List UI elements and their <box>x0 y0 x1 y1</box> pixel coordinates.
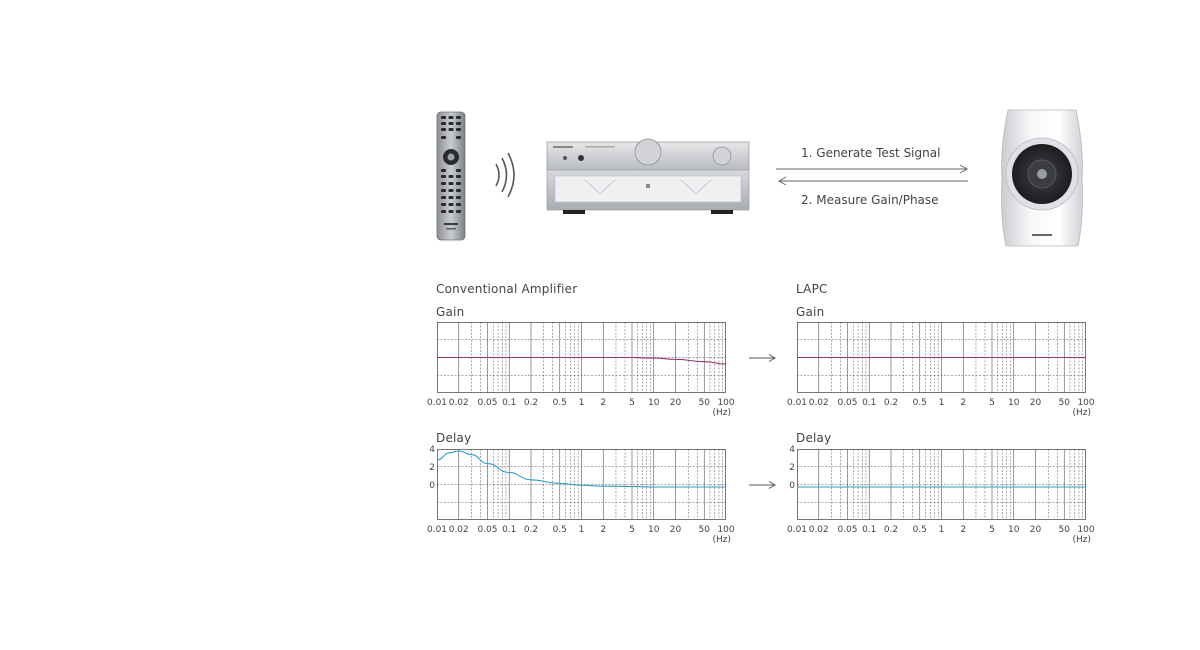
x-tick-label: 0.02 <box>448 525 469 535</box>
x-tick-label: 0.01 <box>426 525 448 535</box>
x-tick-label: 0.2 <box>523 398 539 408</box>
x-tick-label: 0.02 <box>448 398 469 408</box>
y-tick-label: 0 <box>429 481 435 491</box>
x-unit-label: (Hz) <box>712 408 731 418</box>
x-tick-label: 100 <box>717 525 735 535</box>
x-tick-label: 0.05 <box>837 398 858 408</box>
lapc-gain-label: Gain <box>796 305 825 319</box>
lapc-title: LAPC <box>796 282 828 296</box>
step1-label: 1. Generate Test Signal <box>801 146 941 160</box>
step2-label: 2. Measure Gain/Phase <box>801 193 939 207</box>
x-tick-label: 50 <box>698 525 710 535</box>
x-tick-label: 2 <box>600 398 607 408</box>
x-tick-label: 10 <box>1008 398 1020 408</box>
x-unit-label: (Hz) <box>712 535 731 545</box>
conventional-gain-label: Gain <box>436 305 465 319</box>
x-tick-label: 0.1 <box>862 398 877 408</box>
x-unit-label: (Hz) <box>1072 408 1091 418</box>
x-tick-label: 10 <box>1008 525 1020 535</box>
lapc-delay-label: Delay <box>796 431 832 445</box>
infrared-signal-icon <box>495 152 515 198</box>
x-tick-label: 1 <box>938 398 945 408</box>
x-tick-label: 0.2 <box>523 525 539 535</box>
x-tick-label: 0.5 <box>912 525 927 535</box>
x-unit-label: (Hz) <box>1072 535 1091 545</box>
x-tick-label: 1 <box>938 525 945 535</box>
x-tick-label: 0.2 <box>883 525 899 535</box>
chart-plot <box>797 322 1086 393</box>
x-tick-label: 1 <box>578 525 585 535</box>
series-line <box>436 450 726 488</box>
x-tick-label: 10 <box>648 398 660 408</box>
x-tick-label: 50 <box>698 398 710 408</box>
x-tick-label: 0.1 <box>862 525 877 535</box>
chart-plot <box>436 449 726 520</box>
x-tick-label: 50 <box>1058 525 1070 535</box>
conventional-delay-label: Delay <box>436 431 472 445</box>
x-tick-label: 2 <box>600 525 607 535</box>
y-tick-label: 4 <box>429 445 435 455</box>
x-tick-label: 0.05 <box>837 525 858 535</box>
x-tick-label: 5 <box>989 398 995 408</box>
x-tick-label: 0.02 <box>808 525 829 535</box>
x-tick-label: 20 <box>1029 525 1042 535</box>
y-tick-label: 2 <box>429 463 435 473</box>
x-tick-label: 0.02 <box>808 398 829 408</box>
gain-transition-arrow-icon <box>749 354 776 362</box>
chart-plot <box>797 449 1086 520</box>
x-tick-label: 20 <box>669 398 682 408</box>
x-tick-label: 0.05 <box>477 398 498 408</box>
series-line <box>437 356 727 365</box>
x-tick-label: 0.5 <box>552 398 567 408</box>
x-tick-label: 0.5 <box>912 398 927 408</box>
x-tick-label: 0.05 <box>477 525 498 535</box>
x-tick-label: 20 <box>669 525 682 535</box>
x-tick-label: 2 <box>960 398 967 408</box>
chart-plot <box>437 322 727 393</box>
delay-transition-arrow-icon <box>749 481 776 489</box>
x-tick-label: 50 <box>1058 398 1070 408</box>
x-tick-label: 5 <box>989 525 995 535</box>
x-tick-label: 100 <box>1077 398 1095 408</box>
x-tick-label: 0.01 <box>786 398 808 408</box>
conventional-title: Conventional Amplifier <box>436 282 578 296</box>
x-tick-label: 10 <box>648 525 660 535</box>
x-tick-label: 0.01 <box>426 398 448 408</box>
return-arrow-icon <box>777 176 968 186</box>
x-tick-label: 20 <box>1029 398 1042 408</box>
forward-arrow-icon <box>776 164 969 174</box>
remote-control-icon <box>436 111 466 241</box>
x-tick-label: 0.01 <box>786 525 808 535</box>
x-tick-label: 100 <box>1077 525 1095 535</box>
remote-control <box>436 111 466 241</box>
y-tick-label: 4 <box>789 445 795 455</box>
x-tick-label: 0.5 <box>552 525 567 535</box>
amplifier-icon <box>546 138 750 214</box>
x-tick-label: 0.2 <box>883 398 899 408</box>
y-tick-label: 0 <box>789 481 795 491</box>
y-tick-label: 2 <box>789 463 795 473</box>
x-tick-label: 5 <box>629 525 635 535</box>
x-tick-label: 2 <box>960 525 967 535</box>
x-tick-label: 1 <box>578 398 585 408</box>
speaker-icon <box>1001 109 1083 247</box>
x-tick-label: 5 <box>629 398 635 408</box>
x-tick-label: 100 <box>717 398 735 408</box>
x-tick-label: 0.1 <box>502 398 517 408</box>
x-tick-label: 0.1 <box>502 525 517 535</box>
